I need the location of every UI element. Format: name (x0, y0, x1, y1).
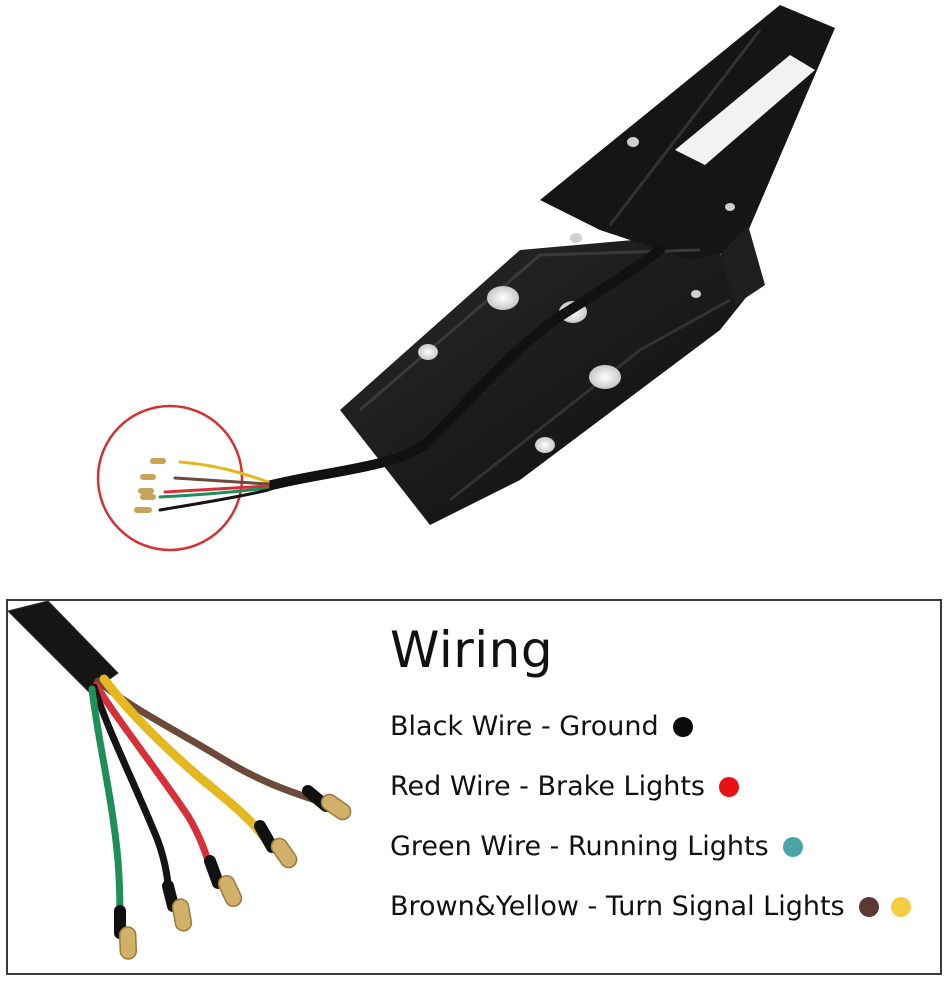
color-dot-green (782, 836, 803, 857)
wire-closeup-illustration (8, 601, 352, 960)
legend-row-brake: Red Wire - Brake Lights (390, 771, 739, 802)
legend-label: Black Wire - Ground (390, 711, 659, 742)
legend-label: Brown&Yellow - Turn Signal Lights (390, 891, 845, 922)
legend-row-ground: Black Wire - Ground (390, 711, 693, 742)
color-dot-black (672, 716, 693, 737)
product-photo (96, 5, 835, 552)
legend-title: Wiring (390, 621, 554, 679)
wire-ends (134, 458, 270, 513)
color-dot-red (719, 776, 739, 797)
wire-ends-highlight (96, 404, 244, 552)
cable-sheath (263, 245, 665, 491)
wiring-panel: Wiring Black Wire - Ground Red Wire - Br… (6, 599, 942, 975)
license-plate-bracket (340, 5, 835, 525)
color-dot-yellow (890, 896, 911, 917)
legend-label: Red Wire - Brake Lights (390, 771, 705, 802)
legend-label: Green Wire - Running Lights (390, 831, 769, 862)
legend-row-running: Green Wire - Running Lights (390, 831, 803, 862)
color-dot-brown (858, 896, 879, 917)
legend-row-turn-signal: Brown&Yellow - Turn Signal Lights (390, 891, 911, 922)
